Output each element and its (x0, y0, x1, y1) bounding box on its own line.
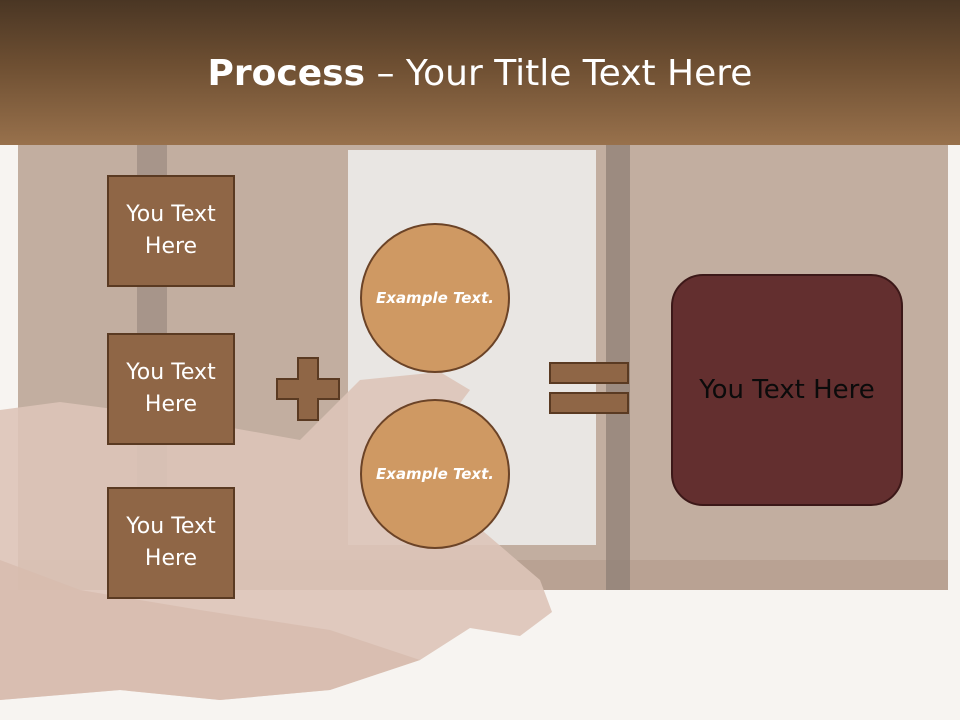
title-bar: Process – Your Title Text Here (0, 0, 960, 145)
plus-icon (276, 357, 340, 421)
title-bold: Process (207, 53, 366, 94)
left-text-box-3[interactable]: You Text Here (107, 487, 235, 599)
title-rest: – Your Title Text Here (365, 53, 753, 94)
equals-icon (549, 362, 629, 414)
example-circle-1[interactable]: Example Text. (360, 223, 510, 373)
example-circle-2[interactable]: Example Text. (360, 399, 510, 549)
left-text-box-1[interactable]: You Text Here (107, 175, 235, 287)
page-title: Process – Your Title Text Here (0, 52, 960, 96)
left-text-box-2[interactable]: You Text Here (107, 333, 235, 445)
result-text-box[interactable]: You Text Here (671, 274, 903, 506)
